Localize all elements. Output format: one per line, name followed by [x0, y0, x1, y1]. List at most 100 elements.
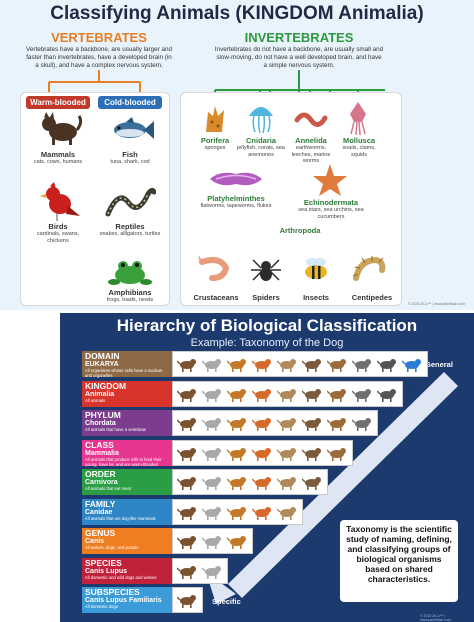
amphibians-label: Amphibians [108, 288, 152, 297]
organism-icon [227, 359, 246, 372]
organism-icon [177, 536, 196, 549]
organism-icon [252, 418, 271, 431]
organism-icon [377, 389, 396, 402]
fish-icon [114, 117, 154, 139]
organism-icon [327, 359, 346, 372]
rank-value: Canis Lupus [85, 568, 128, 575]
invertebrates-title: INVERTEBRATES [244, 30, 354, 45]
centipedes-label: Centipedes [351, 293, 393, 302]
organism-icon [252, 448, 271, 461]
reptiles-label: Reptiles [115, 222, 145, 231]
organism-row [172, 351, 428, 377]
organism-icon [252, 389, 271, 402]
rank-description: All animals that eat meat [85, 486, 131, 491]
organism-row [172, 469, 328, 495]
organism-icon [177, 448, 196, 461]
organism-icon [202, 448, 221, 461]
organism-icon [252, 477, 271, 490]
organism-row [172, 440, 353, 466]
organism-icon [202, 477, 221, 490]
vertebrates-description: Vertebrates have a backbone, are usually… [26, 46, 172, 69]
organism-icon [202, 359, 221, 372]
specific-label: Specific [212, 597, 241, 606]
invertebrates-description: Invertebrates do not have a backbone, ar… [214, 46, 384, 69]
jellyfish-icon [249, 107, 273, 134]
poster2-copyright: © 2023 ZiCo™ | www.palmflash.com [420, 614, 451, 622]
mollusca-label: Mollusca [342, 136, 376, 145]
organism-icon [302, 448, 321, 461]
organism-icon [202, 389, 221, 402]
crustaceans-label: Crustaceans [193, 293, 239, 302]
organism-icon [277, 389, 296, 402]
organism-icon [252, 507, 271, 520]
organism-icon [177, 477, 196, 490]
organism-icon [402, 359, 421, 372]
warm-blooded-tag: Warm-blooded [26, 96, 90, 109]
organism-icon [227, 536, 246, 549]
birds-label: Birds [48, 222, 68, 231]
rank-value: Canis [85, 538, 105, 545]
rank-description: All domestic and wild dogs and wolves [85, 575, 157, 580]
frog-icon [108, 261, 152, 285]
rank-description: All animals that are dog-like mammals [85, 516, 156, 521]
organism-icon [327, 389, 346, 402]
rank-description: All domestic dogs [85, 604, 118, 609]
organism-icon [302, 389, 321, 402]
taxonomy-note: Taxonomy is the scientific study of nami… [340, 520, 458, 602]
organism-row [172, 528, 253, 554]
rank-name: PHYLUM [85, 410, 121, 420]
fish-label: Fish [122, 150, 138, 159]
organism-icon [202, 418, 221, 431]
rank-value: Animalia [85, 391, 115, 398]
echinodermata-label: Echinodermata [303, 198, 359, 207]
organism-icon [327, 418, 346, 431]
classifying-animals-poster: Classifying Animals (KINGDOM Animalia) V… [0, 0, 474, 310]
arthropoda-label: Arthropoda [279, 226, 321, 235]
organism-icon [202, 507, 221, 520]
organism-icon [227, 448, 246, 461]
rank-value: Mammalia [85, 450, 119, 457]
organism-icon [277, 448, 296, 461]
poster-title: Classifying Animals (KINGDOM Animalia) [50, 3, 424, 24]
organism-icon [177, 418, 196, 431]
mollusca-examples: snails, clams, squids [342, 145, 376, 158]
organism-icon [277, 507, 296, 520]
organism-icon [352, 359, 371, 372]
organism-row [172, 558, 228, 584]
poster1-copyright: © 2023 ZiCo™ | www.palmflash.com [408, 302, 465, 306]
rank-name: CLASS [85, 440, 114, 450]
organism-icon [302, 359, 321, 372]
rank-description: All animals [85, 398, 106, 403]
organism-icon [177, 389, 196, 402]
organism-icon [327, 448, 346, 461]
mammals-examples: cats, cows, humans [33, 159, 83, 165]
organism-icon [277, 359, 296, 372]
squid-icon [350, 102, 366, 136]
organism-icon [277, 418, 296, 431]
earthworm-icon [294, 112, 328, 127]
rank-value: Carnivora [85, 479, 118, 486]
cold-blooded-tag: Cold-blooded [98, 96, 162, 109]
organism-icon [227, 418, 246, 431]
cnidaria-label: Cnidaria [245, 136, 276, 145]
bee-icon [305, 258, 327, 279]
rank-description: All organisms whose cells have a nucleus… [85, 368, 163, 378]
organism-icon [177, 359, 196, 372]
organism-row [172, 410, 378, 436]
organism-icon [177, 595, 196, 608]
cardinal-bird-icon [40, 182, 80, 221]
organism-icon [277, 477, 296, 490]
amphibians-examples: frogs, toads, newts [106, 297, 154, 303]
rank-value: Canis Lupus Familiaris [85, 597, 162, 604]
rank-description: All animals that have a vertebrae [85, 427, 146, 432]
rank-value: Canidae [85, 509, 113, 516]
organism-icon [227, 507, 246, 520]
organism-icon [227, 389, 246, 402]
reptiles-examples: snakes, alligators, turtles [99, 231, 161, 237]
hierarchy-subtitle: Example: Taxonomy of the Dog [190, 337, 344, 349]
